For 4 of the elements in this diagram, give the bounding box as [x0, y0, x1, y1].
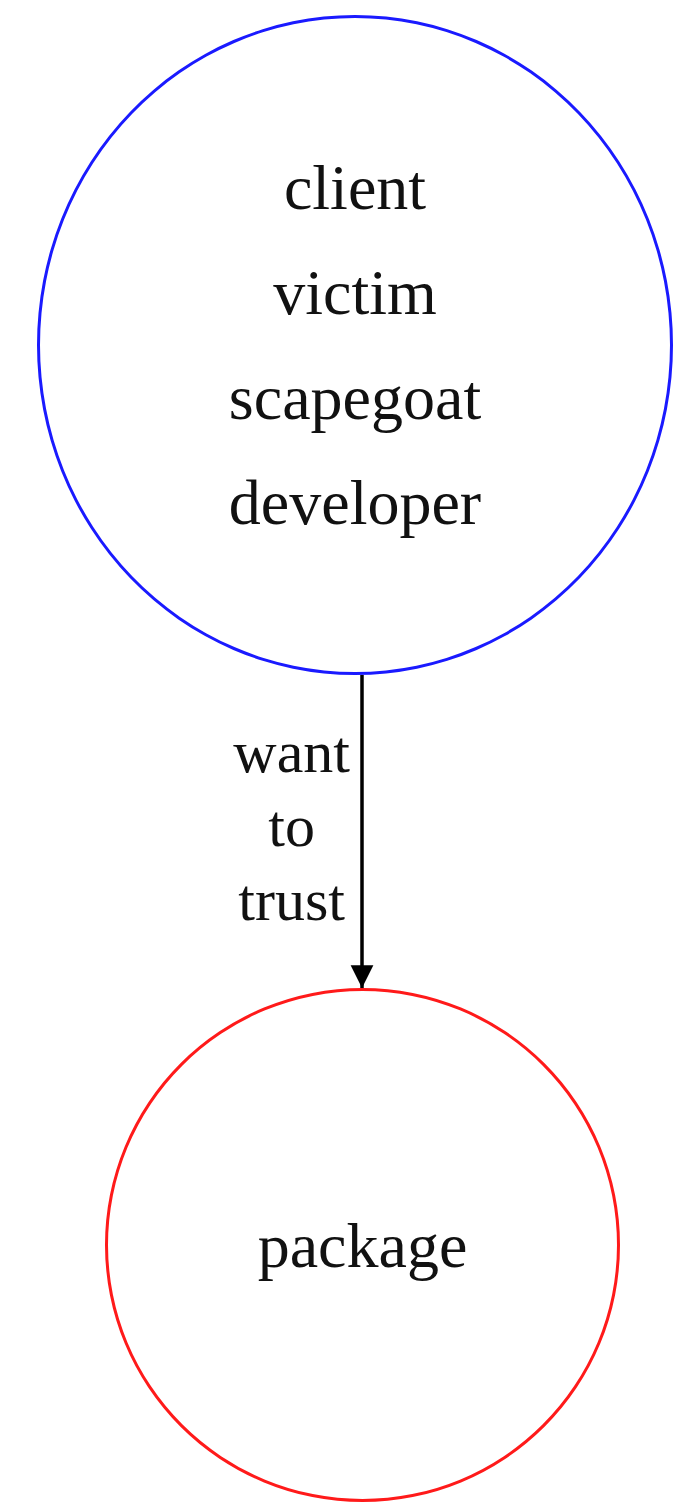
node-label: client victim scapegoat developer	[228, 151, 482, 540]
node-label: package	[257, 1208, 468, 1283]
arrow	[350, 675, 374, 988]
edge-label: want to trust	[233, 718, 350, 935]
